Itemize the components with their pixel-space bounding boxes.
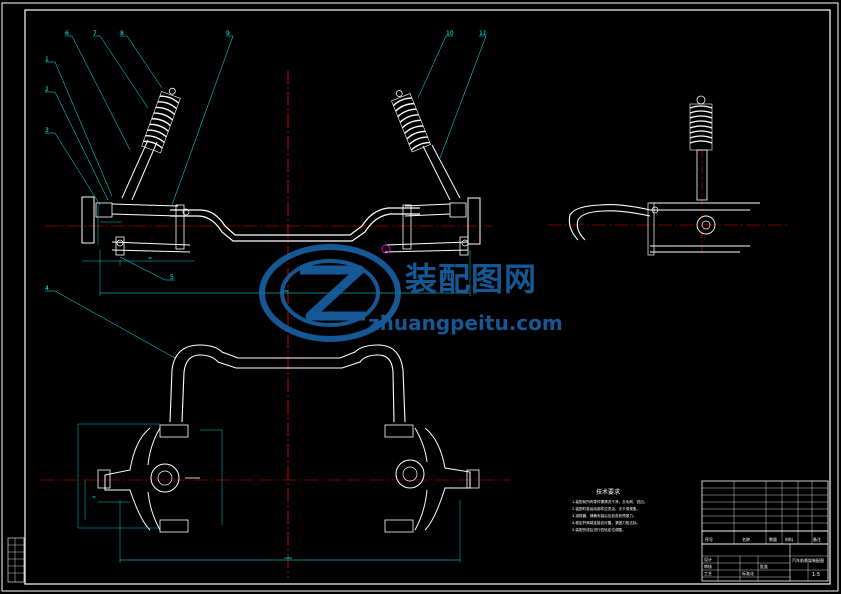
right-lower-arm	[381, 197, 481, 256]
callout-11: 11	[479, 30, 487, 37]
plan-view: 1080 45	[40, 344, 510, 563]
dim-label-front: 1080	[281, 289, 289, 293]
left-strut-spring	[121, 87, 181, 201]
plan-right-assembly	[384, 424, 480, 533]
tb-header-name: 名称	[742, 536, 750, 542]
left-lower-arm	[81, 196, 191, 256]
callout-7: 7	[93, 30, 97, 37]
tech-notes: 技术要求 1.装配前所有零件需清洗干净，去毛刺、锐边。 2.装配时各运动部件应灵…	[572, 488, 647, 532]
tech-notes-title: 技术要求	[596, 488, 620, 496]
tech-note-line: 2.装配时各运动部件应灵活，无卡滞现象。	[572, 506, 640, 511]
watermark-chinese: 装配图网	[405, 260, 537, 298]
tb-label-review: 审核	[704, 563, 712, 569]
inner-border	[24, 9, 831, 585]
dim-small-a: 40	[148, 256, 152, 260]
tb-scale: 1:5	[812, 572, 820, 578]
watermark: 装配图网 zhuangpeitu.com	[259, 244, 563, 342]
zhuangpeitu-logo-icon	[259, 244, 401, 342]
tb-header-no: 序号	[705, 536, 713, 542]
left-strip	[7, 537, 25, 583]
tech-note-line: 3.减振器、弹簧安装后应检查其预紧力。	[572, 513, 637, 518]
dim-label-plan: 1080	[284, 556, 292, 560]
tech-note-line: 1.装配前所有零件需清洗干净，去毛刺、锐边。	[572, 499, 647, 504]
callout-3: 3	[45, 127, 49, 134]
watermark-url: zhuangpeitu.com	[368, 311, 563, 335]
stabilizer-bar	[170, 207, 420, 236]
tb-label-standard: 标准化	[742, 570, 754, 576]
callout-4: 4	[45, 285, 49, 292]
callout-2: 2	[45, 86, 49, 93]
plan-left-assembly	[97, 424, 200, 533]
right-strut-spring	[391, 90, 461, 201]
tech-note-line: 5.装配完成后进行四轮定位调整。	[572, 527, 626, 532]
tech-note-line: 4.稳定杆两端连接应可靠，紧固力矩达标。	[572, 520, 640, 525]
callout-9: 9	[226, 30, 230, 37]
tb-header-remark: 备注	[813, 536, 821, 542]
title-block	[701, 480, 829, 582]
callout-1: 1	[45, 56, 49, 63]
tb-drawing-name: 汽车前悬架装配图	[792, 557, 824, 563]
callout-10: 10	[446, 30, 454, 37]
callout-5: 5	[170, 274, 174, 281]
tb-header-material: 材料	[785, 536, 793, 542]
callout-8: 8	[120, 30, 124, 37]
tb-label-process: 工艺	[704, 571, 712, 576]
side-view	[548, 95, 790, 256]
dim-small-b: 45	[92, 495, 96, 499]
tb-header-qty: 数量	[769, 536, 777, 542]
tb-label-design: 设计	[704, 556, 712, 562]
callout-leaders	[45, 35, 487, 359]
tb-label-approve: 批准	[760, 563, 768, 569]
front-view: 1080 40	[45, 70, 492, 578]
callout-6: 6	[65, 30, 69, 37]
